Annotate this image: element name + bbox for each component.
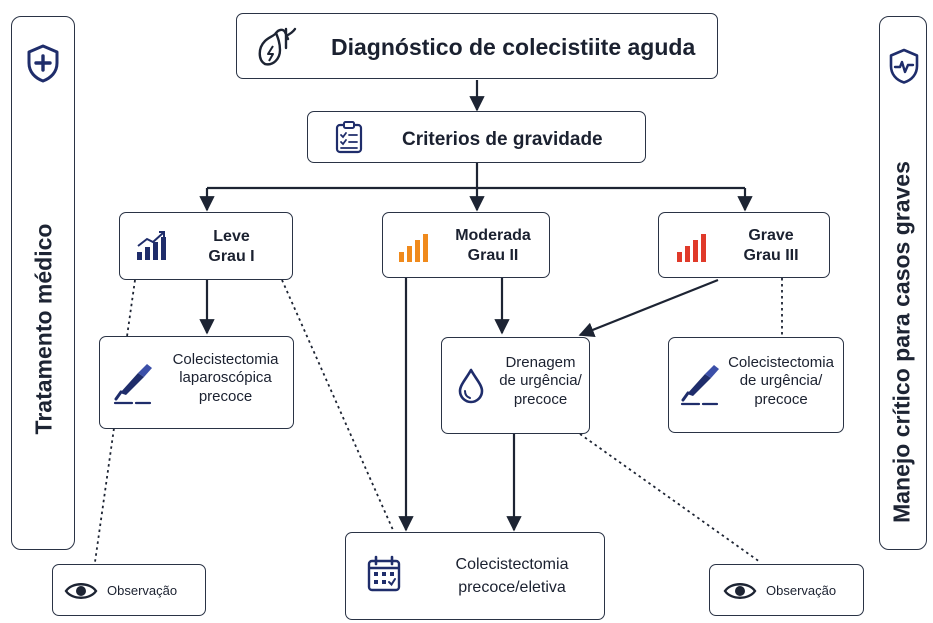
grade-leve-name: Leve [213,228,250,245]
elective-label: Colecistectomia precoce/eletiva [422,553,602,599]
grade-leve-level: Grau I [208,247,255,265]
dotted-leve-to-elective [281,279,394,531]
observation-label-right: Observação [766,583,837,598]
arrow-grave-to-drainage [578,278,719,338]
title-box: Diagnóstico de colecistiite aguda [236,13,718,79]
gallbladder-icon [255,26,301,68]
grade-box-moderada: Moderada Grau II [382,212,550,278]
signal-bars-rising-icon [135,228,169,262]
elective-box: Colecistectomia precoce/eletiva [345,532,605,620]
grade-moderada-name: Moderada [455,227,531,244]
laparoscopic-line3: precoce [198,387,253,405]
signal-bars-red-icon [675,230,709,264]
treatment-box-drainage: Drenagem de urgência/ precoce [441,337,590,434]
shield-plus-icon [25,43,61,83]
signal-bars-orange-icon [397,230,431,264]
side-panel-medical-treatment: Tratamento médico [11,16,75,550]
drainage-line1: Drenagem [505,354,576,371]
criteria-box: Criterios de gravidade [307,111,646,163]
urgent-line3: precoce [754,390,808,408]
treatment-box-urgent: Colecistectomia de urgência/ precoce [668,337,844,433]
drop-icon [457,368,485,404]
side-panel-critical-care: Manejo crítico para casos graves [879,16,927,550]
treatment-box-laparoscopic: Colecistectomia laparoscópica precoce [99,336,294,429]
urgent-line2: de urgência/ [739,372,823,390]
side-label-left: Tratamento médico [30,223,57,435]
clipboard-checklist-icon [334,120,364,154]
observation-label-left: Observação [107,583,178,598]
grade-moderada-level: Grau II [467,246,519,264]
side-label-right: Manejo crítico para casos graves [888,161,915,523]
drainage-line2: de urgência/ [499,372,582,390]
calendar-icon [366,555,402,593]
elective-line2: precoce/eletiva [458,579,566,597]
grade-label-leve: Leve Grau I [174,227,289,266]
shield-heartbeat-icon [887,47,921,85]
observation-box-left: Observação [52,564,206,616]
observation-box-right: Observação [709,564,864,616]
grade-box-leve: Leve Grau I [119,212,293,280]
dotted-drainage-to-observation [579,433,761,563]
urgent-line1: Colecistectomia [728,354,834,371]
diagram-title: Diagnóstico de colecistiite aguda [331,34,696,60]
treatment-label-laparoscopic: Colecistectomia laparoscópica precoce [158,351,293,406]
criteria-label: Criterios de gravidade [402,129,603,150]
drainage-line3: precoce [513,390,568,408]
grade-label-moderada: Moderada Grau II [437,226,549,265]
treatment-label-drainage: Drenagem de urgência/ precoce [492,354,589,409]
grade-box-grave: Grave Grau III [658,212,830,278]
eye-icon [64,580,98,602]
grade-grave-level: Grau III [743,246,799,264]
grade-grave-name: Grave [748,227,794,244]
scalpel-icon [112,361,156,405]
treatment-label-urgent: Colecistectomia de urgência/ precoce [719,354,843,409]
elective-line1: Colecistectomia [455,556,569,573]
grade-label-grave: Grave Grau III [715,226,827,265]
laparoscopic-line1: Colecistectomia [172,351,279,368]
eye-icon [723,580,757,602]
laparoscopic-line2: laparoscópica [179,369,272,387]
scalpel-icon [679,362,723,406]
